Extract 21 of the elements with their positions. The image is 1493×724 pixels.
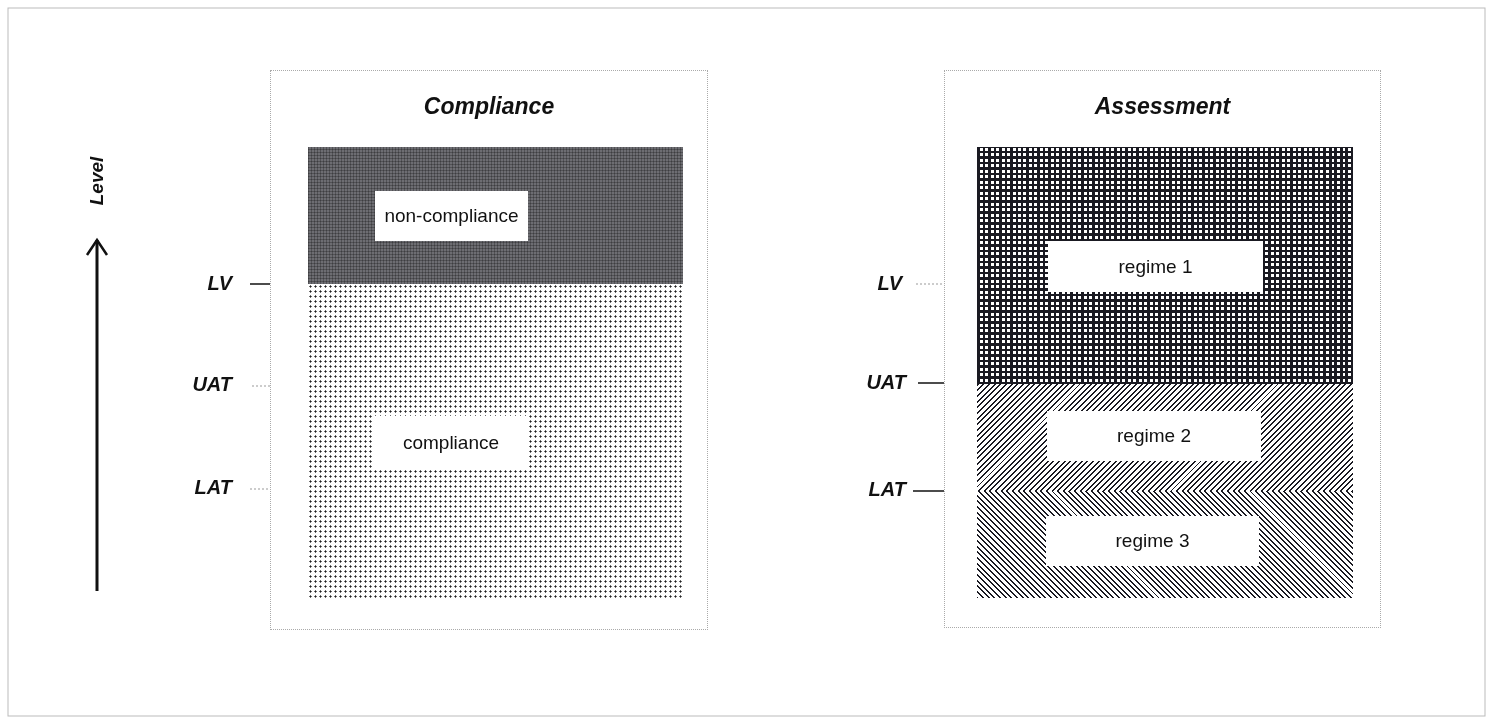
band-label: compliance [374,416,528,469]
threshold-label: UAT [865,371,906,394]
panel [944,70,1381,628]
band-label: regime 1 [1048,241,1263,292]
shaded-band [308,147,683,285]
panel-title: Compliance [422,93,556,120]
threshold-label: LAT [193,476,232,499]
axis-label: Level [86,156,109,206]
threshold-label: LV [206,272,232,295]
threshold-label: LAT [867,478,906,501]
band-label: regime 2 [1047,411,1261,461]
threshold-label: LV [876,272,902,295]
crosshatched-band [977,147,1353,384]
panel [270,70,708,630]
band-label: regime 3 [1046,516,1259,566]
hatched-band [977,491,1353,598]
dotted-band [308,284,683,598]
band-label: non-compliance [375,191,528,241]
panel-title: Assessment [1093,93,1232,120]
hatched-band [977,384,1353,491]
threshold-label: UAT [191,373,232,396]
